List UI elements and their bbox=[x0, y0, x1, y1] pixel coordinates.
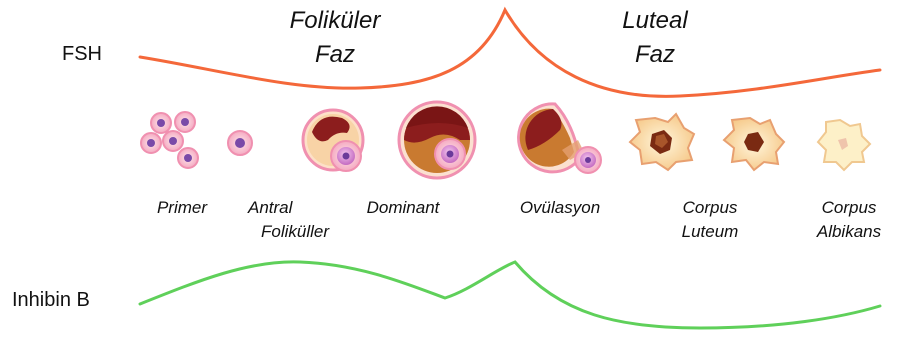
ovulation-follicle bbox=[519, 104, 601, 173]
stage-label-corpus-luteum: Corpus Luteum bbox=[665, 196, 755, 244]
inhibin-b-label: Inhibin B bbox=[12, 289, 90, 312]
luteal-phase-line1: Luteal bbox=[600, 4, 710, 38]
primer-follicles bbox=[141, 112, 198, 168]
stage-label-line2: Luteum bbox=[665, 220, 755, 244]
stage-label-primer: Primer bbox=[142, 196, 222, 220]
stage-label-ovulation: Ovülasyon bbox=[500, 196, 620, 220]
stage-label-line1: Dominant bbox=[348, 196, 458, 220]
stage-label-line1: Primer bbox=[142, 196, 222, 220]
stage-label-line1: Ovülasyon bbox=[500, 196, 620, 220]
dominant-follicle bbox=[399, 102, 475, 178]
primer-follicle bbox=[151, 113, 171, 133]
corpus-luteum-early bbox=[630, 114, 694, 170]
follicular-phase-line2: Faz bbox=[270, 38, 400, 72]
stage-label-line1: Corpus bbox=[665, 196, 755, 220]
primer-follicle bbox=[178, 148, 198, 168]
corpus-luteum bbox=[724, 118, 784, 170]
primer-follicle bbox=[141, 133, 161, 153]
stage-label-line1: Antral bbox=[240, 196, 350, 220]
antral-follicle bbox=[303, 110, 363, 171]
stage-label-antral: Antral Foliküller bbox=[240, 196, 350, 244]
stage-label-dominant: Dominant bbox=[348, 196, 458, 220]
primer-follicle bbox=[163, 131, 183, 151]
stage-label-corpus-albicans: Corpus Albikans bbox=[800, 196, 898, 244]
stage-label-line1: Corpus bbox=[800, 196, 898, 220]
fsh-label: FSH bbox=[62, 43, 102, 66]
stage-label-line2: Foliküller bbox=[240, 220, 350, 244]
luteal-phase-label: Luteal Faz bbox=[600, 4, 710, 72]
inhibin-b-curve bbox=[140, 262, 880, 328]
fsh-curve bbox=[140, 10, 880, 96]
corpus-albicans bbox=[818, 120, 870, 170]
small-follicle bbox=[228, 131, 252, 155]
follicular-phase-line1: Foliküler bbox=[270, 4, 400, 38]
follicular-phase-label: Foliküler Faz bbox=[270, 4, 400, 72]
primer-follicle bbox=[175, 112, 195, 132]
luteal-phase-line2: Faz bbox=[600, 38, 710, 72]
stage-label-line2: Albikans bbox=[800, 220, 898, 244]
